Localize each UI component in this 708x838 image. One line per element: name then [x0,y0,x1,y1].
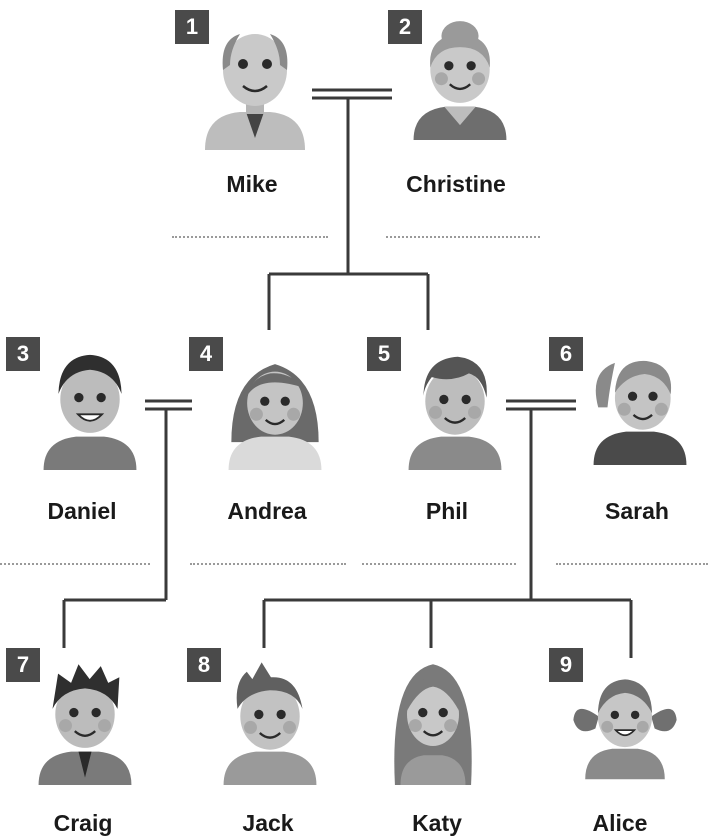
person-number-badge: 6 [549,337,583,371]
avatar-andrea [228,364,322,470]
person-name-sarah: Sarah [605,498,669,524]
dotted-line [362,563,516,565]
dotted-line [556,563,708,565]
person-number-badge: 2 [388,10,422,44]
person-name-craig: Craig [53,810,113,836]
person-number-badge: 7 [6,648,40,682]
person-name-mike: Mike [226,171,278,197]
avatar-sarah [593,360,687,465]
person-number-badge: 5 [367,337,401,371]
person-name-christine: Christine [406,171,506,197]
avatar-jack [223,662,317,785]
avatar-phil [408,356,502,470]
person-number-badge: 3 [6,337,40,371]
dotted-line [386,236,540,238]
person-name-daniel: Daniel [47,498,117,524]
person-number-badge: 4 [189,337,223,371]
dotted-line [172,236,328,238]
person-number-badge: 1 [175,10,209,44]
avatar-mike [205,34,305,150]
person-name-jack: Jack [242,810,294,836]
avatar-alice [573,679,677,780]
person-name-katy: Katy [412,810,462,836]
person-name-phil: Phil [425,498,469,524]
person-name-alice: Alice [592,810,648,836]
person-number-badge: 8 [187,648,221,682]
avatar-craig [38,664,132,785]
person-name-andrea: Andrea [227,498,307,524]
dotted-line [0,563,150,565]
dotted-line [190,563,346,565]
avatar-daniel [43,354,137,470]
avatar-katy [394,664,472,785]
avatar-christine [413,21,507,140]
person-number-badge: 9 [549,648,583,682]
